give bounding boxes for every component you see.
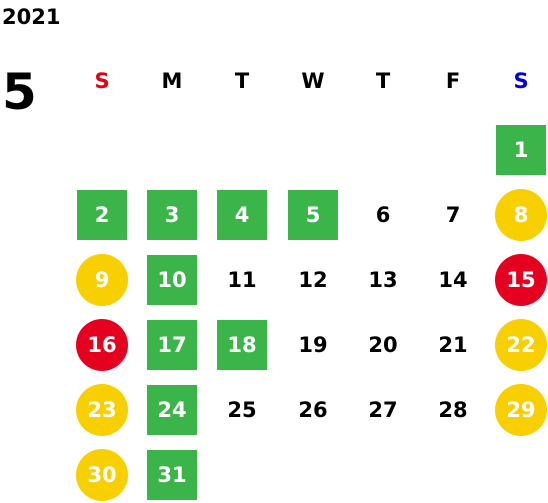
day-cell[interactable]: 29 — [495, 384, 547, 436]
day-cell[interactable]: 10 — [147, 255, 197, 305]
day-cell[interactable]: 14 — [438, 268, 468, 292]
day-cell[interactable]: 17 — [147, 320, 197, 370]
day-cell[interactable]: 16 — [76, 319, 128, 371]
weekday-label: T — [234, 69, 250, 93]
day-cell[interactable]: 1 — [496, 125, 546, 175]
month-number: 5 — [2, 63, 37, 121]
day-cell[interactable]: 7 — [445, 203, 461, 227]
day-cell[interactable]: 18 — [217, 320, 267, 370]
weekday-label: M — [161, 69, 183, 93]
day-cell[interactable]: 13 — [368, 268, 398, 292]
day-cell[interactable]: 2 — [77, 190, 127, 240]
day-cell[interactable]: 5 — [288, 190, 338, 240]
day-cell[interactable]: 23 — [76, 384, 128, 436]
day-cell[interactable]: 24 — [147, 385, 197, 435]
day-cell[interactable]: 6 — [375, 203, 391, 227]
day-cell[interactable]: 31 — [147, 450, 197, 500]
day-cell[interactable]: 27 — [368, 398, 398, 422]
weekday-label: W — [301, 69, 325, 93]
day-cell[interactable]: 11 — [227, 268, 257, 292]
weekday-label: S — [513, 69, 529, 93]
day-cell[interactable]: 9 — [76, 254, 128, 306]
day-cell[interactable]: 21 — [438, 333, 468, 357]
day-cell[interactable]: 22 — [495, 319, 547, 371]
day-cell[interactable]: 25 — [227, 398, 257, 422]
day-cell[interactable]: 15 — [495, 254, 547, 306]
weekday-label: S — [94, 69, 110, 93]
weekday-label: T — [375, 69, 391, 93]
day-cell[interactable]: 28 — [438, 398, 468, 422]
year-label: 2021 — [2, 5, 61, 29]
day-cell[interactable]: 4 — [217, 190, 267, 240]
day-cell[interactable]: 20 — [368, 333, 398, 357]
day-cell[interactable]: 19 — [298, 333, 328, 357]
weekday-label: F — [445, 69, 461, 93]
day-cell[interactable]: 3 — [147, 190, 197, 240]
day-cell[interactable]: 8 — [495, 189, 547, 241]
day-cell[interactable]: 12 — [298, 268, 328, 292]
day-cell[interactable]: 26 — [298, 398, 328, 422]
day-cell[interactable]: 30 — [76, 449, 128, 501]
